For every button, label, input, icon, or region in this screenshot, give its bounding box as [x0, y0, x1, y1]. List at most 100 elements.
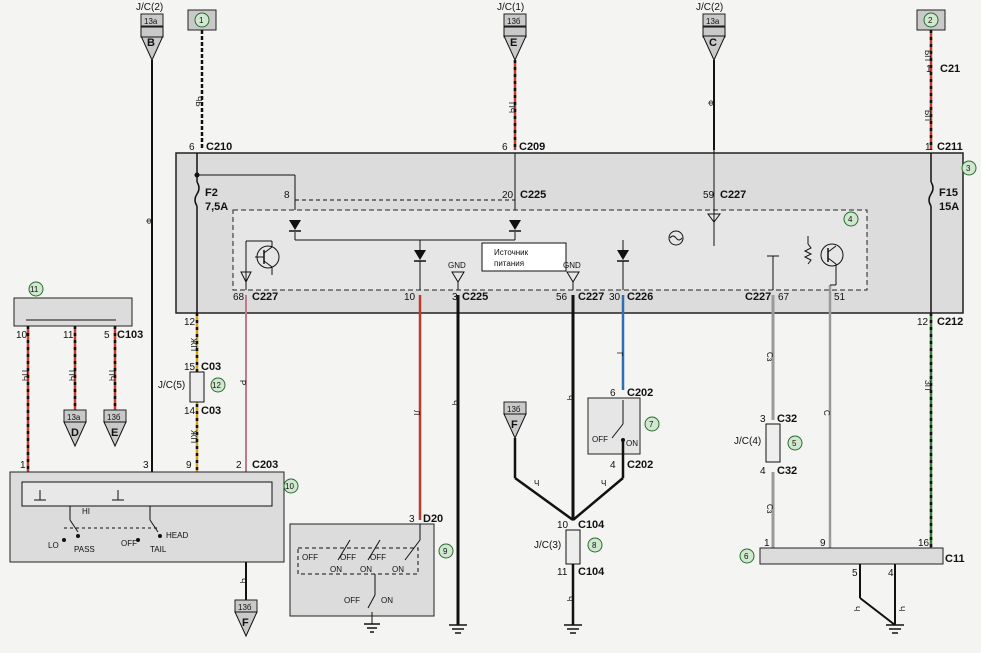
callout-3: 3 [961, 160, 977, 176]
svg-text:J/C(2): J/C(2) [696, 2, 723, 13]
svg-text:ЗП: ЗП [923, 380, 932, 391]
ref-d: 13а D [63, 409, 87, 448]
svg-text:68: 68 [233, 292, 245, 303]
ground-6 [886, 624, 904, 634]
svg-text:Сз: Сз [765, 504, 774, 514]
svg-text:5: 5 [104, 330, 110, 341]
svg-text:D: D [71, 427, 79, 439]
svg-text:15: 15 [184, 362, 196, 373]
svg-text:2: 2 [928, 16, 933, 25]
svg-text:HI: HI [82, 507, 90, 516]
svg-text:6: 6 [502, 142, 508, 153]
jc5-connector: J/C(5) 15 C03 14 C03 12 [158, 361, 226, 417]
svg-text:6: 6 [610, 388, 616, 399]
svg-text:9: 9 [443, 547, 448, 556]
svg-text:ЖП: ЖП [189, 338, 198, 351]
svg-text:1: 1 [20, 460, 26, 471]
ref-e: 13б E [103, 409, 127, 448]
svg-text:ON: ON [626, 439, 638, 448]
svg-text:7: 7 [649, 420, 654, 429]
block-10: 10 1 3 9 2 C203 HI LO PASS OFF TAIL HEAD [9, 459, 299, 563]
svg-text:Г: Г [615, 352, 624, 357]
svg-text:OFF: OFF [370, 553, 386, 562]
svg-text:C03: C03 [201, 361, 221, 373]
svg-text:12: 12 [184, 317, 196, 328]
svg-text:C: C [709, 37, 717, 49]
svg-text:B: B [147, 37, 155, 49]
jc4-connector: J/C(4) 3 C32 4 C32 5 [734, 413, 803, 477]
svg-text:2: 2 [236, 460, 242, 471]
svg-text:3: 3 [452, 292, 458, 303]
svg-text:C103: C103 [117, 329, 143, 341]
svg-text:C225: C225 [462, 291, 488, 303]
svg-text:10: 10 [285, 482, 294, 491]
svg-text:3: 3 [966, 164, 971, 173]
svg-text:TAIL: TAIL [150, 545, 167, 554]
svg-text:8: 8 [284, 190, 290, 201]
svg-text:E: E [111, 427, 118, 439]
source-callout-1: 1 [187, 9, 217, 31]
svg-text:LO: LO [48, 541, 59, 550]
ground-8 [564, 624, 582, 634]
svg-text:13б: 13б [238, 603, 252, 612]
svg-text:7,5A: 7,5A [205, 201, 228, 213]
fuse-f15: F15 15A [928, 153, 959, 313]
svg-text:Сз: Сз [765, 352, 774, 362]
svg-text:1: 1 [925, 142, 931, 153]
transistor-left [240, 240, 280, 290]
svg-text:C202: C202 [627, 387, 653, 399]
svg-text:Ч: Ч [852, 606, 861, 611]
svg-text:10: 10 [16, 330, 28, 341]
svg-text:59: 59 [703, 190, 715, 201]
svg-text:C32: C32 [777, 465, 797, 477]
svg-text:ЖП: ЖП [189, 430, 198, 443]
svg-text:4: 4 [760, 466, 766, 477]
ground-9 [364, 623, 380, 633]
svg-text:J/C(3): J/C(3) [534, 540, 561, 551]
svg-text:Источник: Источник [494, 248, 529, 257]
svg-text:6: 6 [189, 142, 195, 153]
svg-text:56: 56 [556, 292, 568, 303]
svg-text:F2: F2 [205, 187, 218, 199]
svg-text:ЧБ: ЧБ [194, 96, 203, 107]
svg-text:9: 9 [186, 460, 192, 471]
svg-text:13а: 13а [706, 17, 720, 26]
svg-text:10: 10 [557, 520, 569, 531]
svg-text:3: 3 [143, 460, 149, 471]
svg-text:E: E [510, 37, 517, 49]
svg-text:OFF: OFF [121, 539, 137, 548]
svg-text:4: 4 [848, 215, 853, 224]
svg-text:Ч: Ч [534, 479, 539, 488]
svg-text:10: 10 [404, 292, 416, 303]
svg-text:Ч: Ч [238, 578, 247, 583]
svg-text:12: 12 [917, 317, 929, 328]
svg-text:C203: C203 [252, 459, 278, 471]
svg-text:C32: C32 [777, 413, 797, 425]
fuse-f2: F2 7,5A [194, 153, 228, 313]
svg-text:13а: 13а [144, 17, 158, 26]
svg-text:C227: C227 [578, 291, 604, 303]
svg-text:16: 16 [918, 538, 930, 549]
svg-text:5: 5 [792, 439, 797, 448]
svg-text:51: 51 [834, 292, 846, 303]
block-11: 11 10 11 5 C103 [13, 281, 143, 341]
svg-text:ПЧ: ПЧ [20, 370, 29, 381]
transistor-right [803, 236, 844, 286]
svg-text:C227: C227 [720, 189, 746, 201]
svg-text:4: 4 [888, 568, 894, 579]
svg-text:Л: Л [412, 410, 421, 415]
svg-text:12: 12 [212, 381, 221, 390]
svg-text:3: 3 [760, 414, 766, 425]
ground-gnd [449, 624, 467, 634]
svg-text:C212: C212 [937, 316, 963, 328]
svg-text:13а: 13а [67, 413, 81, 422]
svg-text:8: 8 [592, 541, 597, 550]
svg-text:F: F [511, 419, 518, 431]
callout-4: 4 [843, 211, 859, 227]
svg-text:питания: питания [494, 259, 524, 268]
svg-text:14: 14 [184, 406, 196, 417]
svg-text:OFF: OFF [302, 553, 318, 562]
svg-text:Ч: Ч [897, 606, 906, 611]
svg-text:J/C(1): J/C(1) [497, 2, 524, 13]
